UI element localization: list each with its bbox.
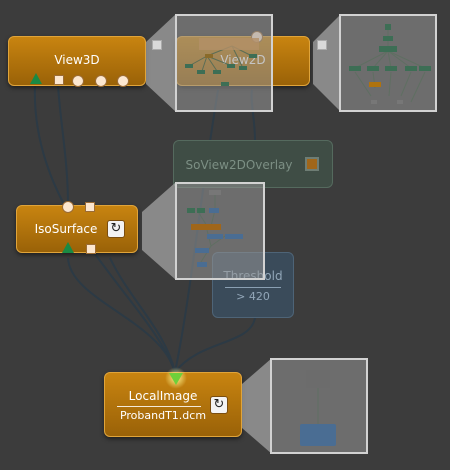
overlay-toggle-icon[interactable]	[305, 157, 319, 171]
output-connector-icon[interactable]	[62, 201, 74, 213]
threshold-value: > 420	[236, 290, 270, 303]
mini-network-diagram	[300, 370, 336, 446]
input-connector-icon[interactable]	[30, 73, 42, 84]
mini-network-diagram	[187, 190, 243, 267]
node-divider	[117, 406, 201, 407]
input-connector-icon[interactable]	[72, 75, 84, 87]
thumbnail-bevel	[146, 14, 176, 112]
thumbnail-bevel	[242, 358, 272, 454]
thumbnail-bevel	[313, 14, 341, 112]
thumbnail-view3d-network[interactable]	[175, 14, 273, 112]
thumbnail-view2d-network[interactable]	[339, 14, 437, 112]
output-connector-icon[interactable]	[169, 373, 183, 385]
input-connector-icon[interactable]	[62, 242, 74, 253]
input-connector-icon[interactable]	[86, 244, 96, 254]
node-isosurface[interactable]: IsoSurface ↻	[16, 201, 138, 254]
node-title: View3D	[54, 53, 100, 67]
thumbnail-bevel	[142, 182, 176, 280]
input-connector-icon[interactable]	[117, 75, 129, 87]
mini-network-diagram	[349, 24, 431, 104]
input-connector-icon[interactable]	[95, 75, 107, 87]
node-divider	[225, 287, 281, 288]
input-connector-icon[interactable]	[54, 75, 64, 85]
output-connector-icon[interactable]	[85, 202, 95, 212]
node-title: SoView2DOverlay	[185, 158, 293, 172]
thumbnail-localimage-network[interactable]	[270, 358, 368, 454]
localimage-filename: ProbandT1.dcm	[119, 409, 207, 422]
refresh-icon[interactable]: ↻	[107, 220, 125, 238]
refresh-icon[interactable]: ↻	[210, 396, 228, 414]
wire-isosurface-view3d	[57, 84, 69, 206]
node-localimage[interactable]: LocalImage ProbandT1.dcm ↻	[104, 367, 242, 437]
node-view3d[interactable]: View3D	[8, 36, 146, 87]
node-title: IsoSurface	[34, 222, 98, 236]
node-title: LocalImage	[128, 389, 198, 403]
node-soview2doverlay[interactable]: SoView2DOverlay	[173, 140, 333, 188]
mini-network-diagram	[185, 38, 259, 86]
thumbnail-isosurface-network[interactable]	[175, 182, 265, 280]
